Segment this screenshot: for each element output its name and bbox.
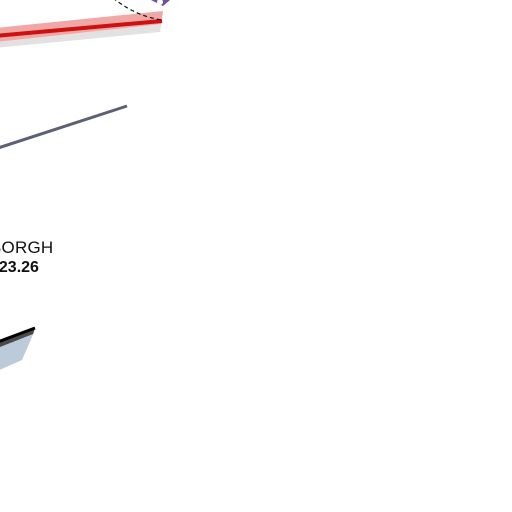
building-edge <box>0 326 36 343</box>
place-label[interactable]: BORGH 123.26 <box>0 238 58 278</box>
highway-red-route[interactable] <box>0 11 163 48</box>
place-label-name: BORGH <box>0 238 54 257</box>
building-wedge[interactable] <box>0 326 36 372</box>
highway-line <box>0 19 163 38</box>
road-grey[interactable] <box>0 104 128 149</box>
map-marker-icon[interactable] <box>151 0 170 6</box>
place-label-value: 123.26 <box>0 259 39 276</box>
boundary-dashed-line <box>114 0 164 21</box>
building-fill <box>0 330 35 370</box>
